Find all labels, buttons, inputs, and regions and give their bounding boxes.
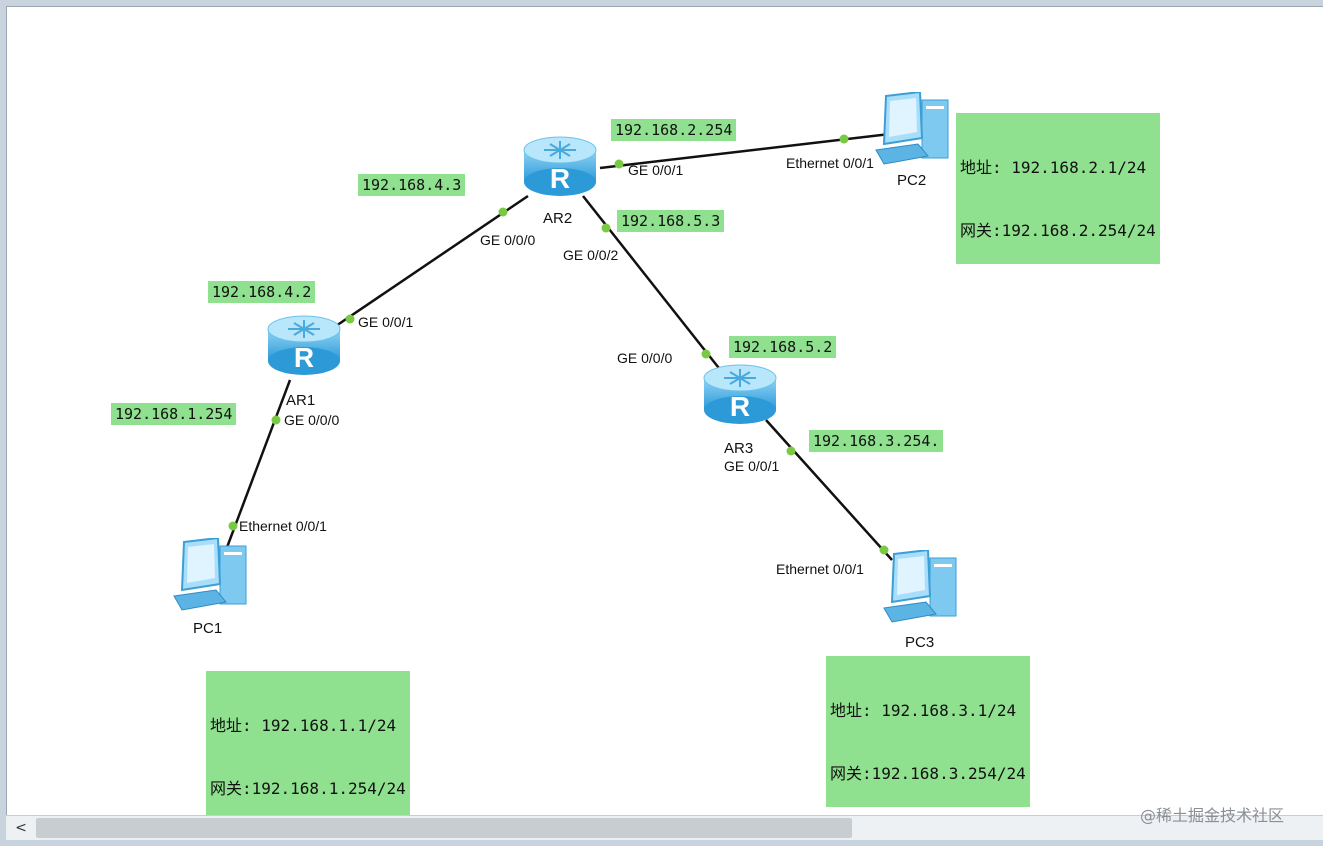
watermark: @稀土掘金技术社区 [1140,806,1285,825]
port-label: Ethernet 0/0/1 [776,561,864,577]
device-label-ar2: AR2 [543,210,573,227]
pc2-config-box: 地址: 192.168.2.1/24 网关:192.168.2.254/24 [956,113,1160,264]
svg-text:R: R [550,163,570,194]
port-dot [601,223,611,233]
pc-icon [883,548,957,623]
device-label-ar1: AR1 [286,392,316,409]
ip-label-ar2-g001: 192.168.2.254 [611,119,737,141]
pc2-gateway: 网关:192.168.2.254/24 [960,221,1156,240]
port-dot [498,207,508,217]
pc3-gateway: 网关:192.168.3.254/24 [830,764,1026,783]
ip-label-ar2-g002: 192.168.5.3 [617,210,725,232]
svg-text:R: R [294,342,314,373]
pc-pc3[interactable] [880,548,962,628]
svg-text:R: R [730,391,750,422]
device-label-ar3: AR3 [724,440,754,457]
port-label: GE 0/0/1 [724,458,780,474]
link-ar3-pc3[interactable] [765,419,893,561]
scroll-left-icon[interactable]: < [15,820,27,836]
ip-label-ar3-g000: 192.168.5.2 [729,336,837,358]
ip-label-ar1-g001: 192.168.4.2 [208,281,316,303]
pc-pc2[interactable] [872,90,954,170]
port-label: GE 0/0/2 [563,247,619,263]
port-dot [701,349,711,359]
router-ar2[interactable]: R [522,136,598,198]
pc-icon [875,90,949,165]
port-label: Ethernet 0/0/1 [786,155,874,171]
router-icon: R [267,315,341,375]
ip-label-ar2-g000: 192.168.4.3 [358,174,466,196]
link-ar2-ar1[interactable] [329,194,529,332]
link-ar1-pc1[interactable] [224,379,292,551]
device-label-pc1: PC1 [193,620,223,637]
pc2-address: 地址: 192.168.2.1/24 [960,158,1147,177]
router-ar1[interactable]: R [266,315,342,377]
scroll-thumb[interactable] [36,818,852,838]
pc1-gateway: 网关:192.168.1.254/24 [210,779,406,798]
ip-label-ar3-g001: 192.168.3.254. [809,430,944,452]
router-icon: R [703,364,777,424]
port-label: Ethernet 0/0/1 [239,518,327,534]
pc-icon [173,536,247,611]
horizontal-scrollbar[interactable]: < [6,815,1323,840]
port-label: GE 0/0/0 [480,232,536,248]
pc1-address: 地址: 192.168.1.1/24 [210,716,397,735]
port-dot [786,446,796,456]
device-label-pc2: PC2 [897,172,927,189]
port-dot [228,521,238,531]
router-ar3[interactable]: R [702,364,778,426]
port-dot [271,415,281,425]
pc1-config-box: 地址: 192.168.1.1/24 网关:192.168.1.254/24 [206,671,410,822]
router-icon: R [523,136,597,196]
port-dot [614,159,624,169]
pc3-address: 地址: 192.168.3.1/24 [830,701,1017,720]
pc-pc1[interactable] [170,536,252,616]
port-dot [839,134,849,144]
port-dot [879,545,889,555]
port-label: GE 0/0/1 [358,314,414,330]
ip-label-ar1-g000: 192.168.1.254 [111,403,237,425]
device-label-pc3: PC3 [905,634,935,651]
pc3-config-box: 地址: 192.168.3.1/24 网关:192.168.3.254/24 [826,656,1030,807]
port-label: GE 0/0/1 [628,162,684,178]
port-label: GE 0/0/0 [617,350,673,366]
port-label: GE 0/0/0 [284,412,340,428]
port-dot [345,314,355,324]
